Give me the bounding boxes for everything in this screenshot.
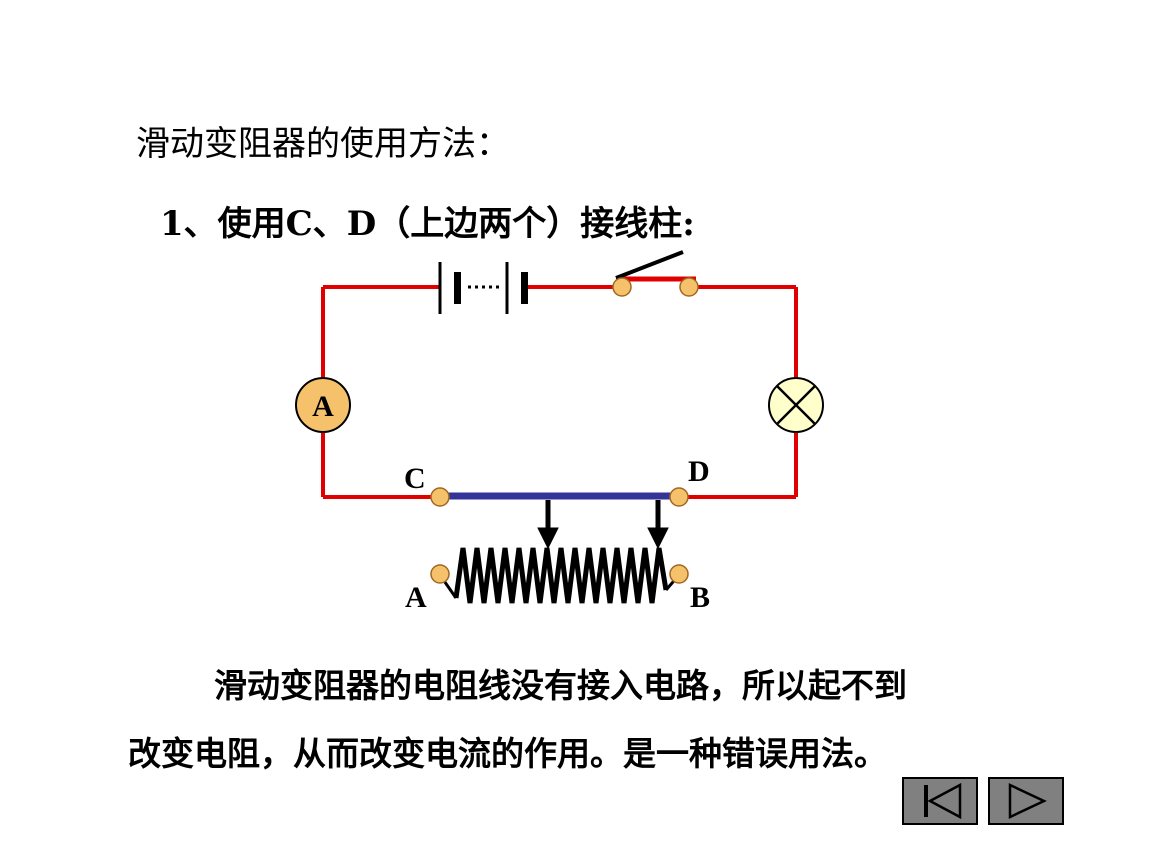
circuit-wires [321,285,798,499]
terminal-c-label: C [404,462,426,495]
battery-icon [438,262,528,314]
terminal-c [430,487,450,507]
terminal-d-label: D [688,455,710,488]
slide-subtitle: 1、使用C、D（上边两个）接线柱: [160,204,695,244]
resistance-coil [430,547,689,604]
terminal-a-label: A [405,581,427,614]
terminal-b-label: B [690,581,710,614]
explanation-line-2: 改变电阻，从而改变电流的作用。是一种错误用法。 [128,734,887,773]
terminal-d [669,487,689,507]
lamp-icon [768,377,824,433]
switch-icon [612,250,699,297]
explanation-text: 滑动变阻器的电阻线没有接入电路，所以起不到 改变电阻，从而改变电流的作用。是一种… [128,652,1028,788]
terminal-a [430,564,450,584]
slider-contact-arrows [537,500,669,550]
next-slide-button[interactable] [988,777,1064,825]
first-slide-button[interactable] [902,777,978,825]
skip-to-first-icon [924,782,962,820]
ammeter-label: A [312,390,334,423]
slider-rod [430,487,689,507]
play-next-icon [1008,783,1047,819]
explanation-line-1: 滑动变阻器的电阻线没有接入电路，所以起不到 [214,666,907,705]
terminal-b [669,564,689,584]
ammeter-icon: A [295,377,351,433]
slide-title: 滑动变阻器的使用方法： [136,124,510,164]
